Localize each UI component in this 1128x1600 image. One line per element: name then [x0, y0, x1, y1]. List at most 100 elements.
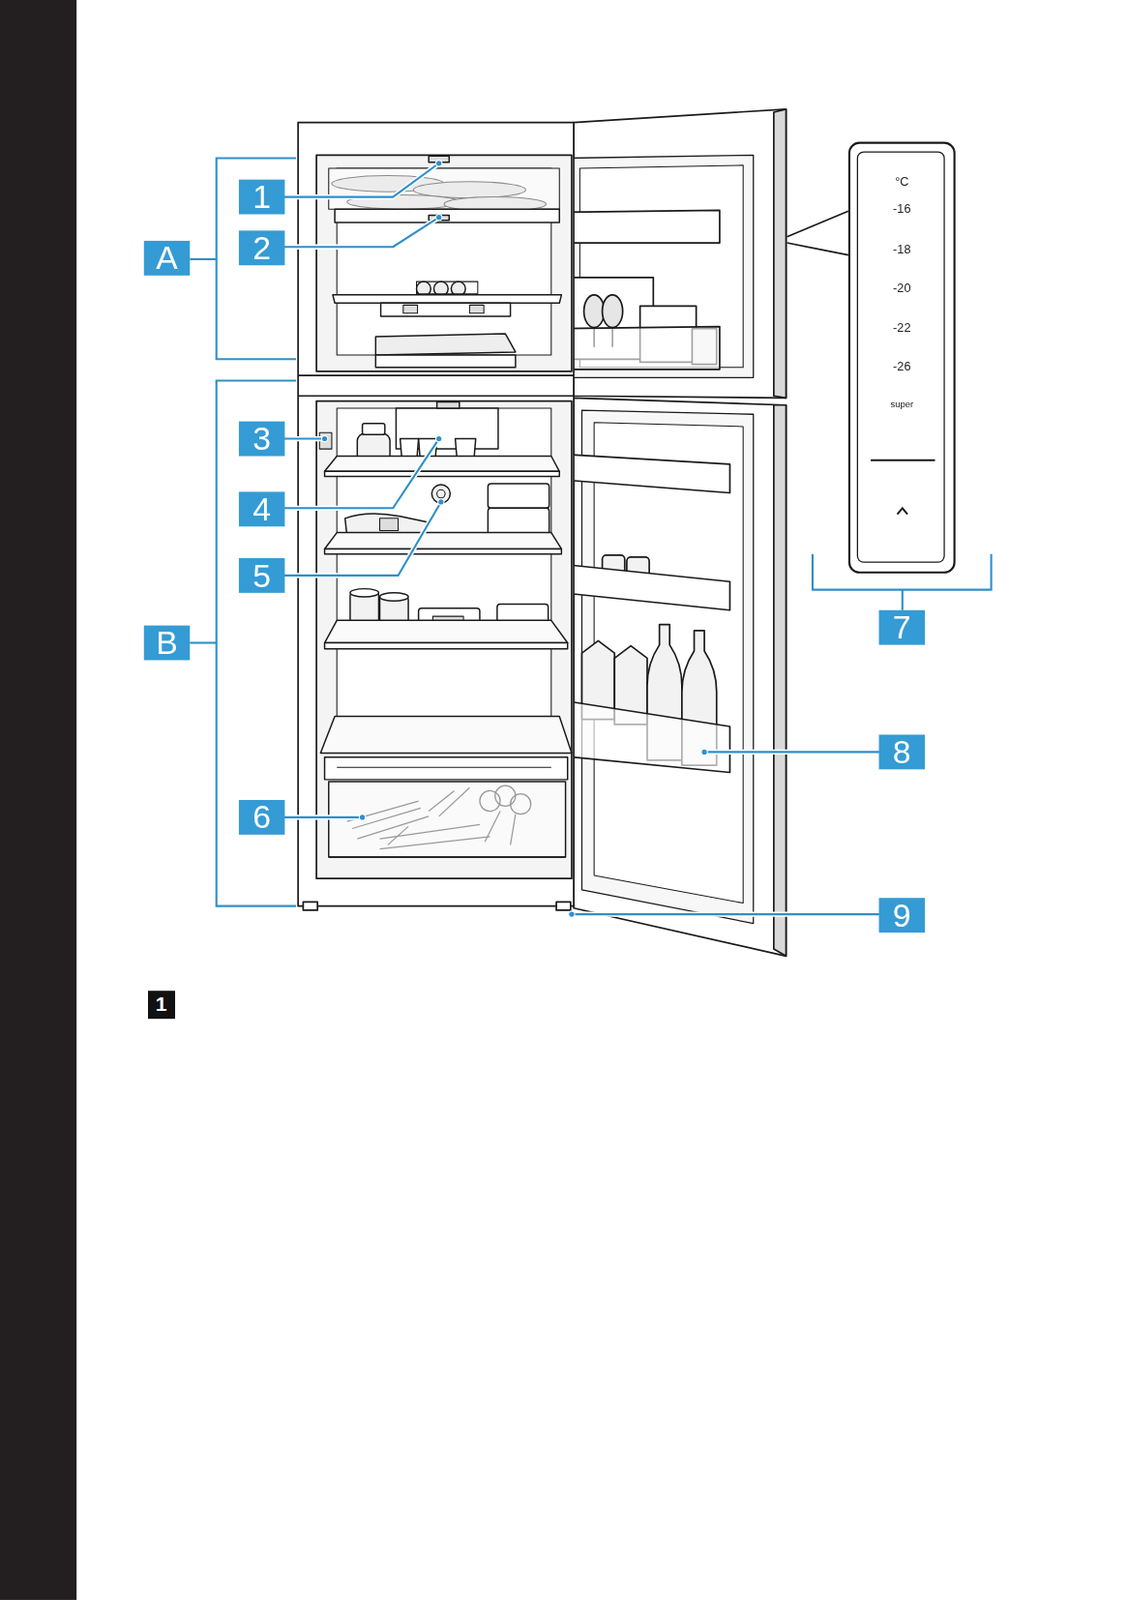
freezer-contents	[381, 302, 511, 317]
section-letter: B	[144, 625, 190, 661]
leader-line	[284, 436, 325, 442]
freezer-door	[584, 295, 605, 328]
leader-line	[358, 814, 365, 821]
fridge-contents	[325, 471, 561, 476]
control-panel: °C -16 -18 -20 -22 -26 super	[848, 142, 956, 574]
panel-pointer	[787, 210, 849, 237]
bracket	[189, 641, 216, 644]
freezer-contents	[469, 304, 484, 313]
fridge-contents	[320, 715, 572, 753]
panel-pointer	[787, 242, 849, 256]
temperature-setting: °C	[850, 174, 954, 189]
callout-number: 1	[238, 179, 285, 215]
leader-line	[436, 435, 443, 442]
bracket	[901, 590, 904, 611]
freezer-door	[564, 109, 787, 399]
fridge-contents	[336, 767, 552, 769]
fridge-contents	[328, 856, 566, 858]
leader-line	[284, 439, 439, 509]
leader-line	[284, 163, 879, 915]
freezer-contents	[334, 208, 560, 223]
bracket	[216, 380, 297, 906]
temperature-setting: -22	[850, 320, 954, 335]
leader-line	[284, 163, 879, 915]
leader-line	[701, 748, 708, 755]
temperature-setting: super	[850, 398, 954, 410]
fridge-contents	[325, 757, 568, 780]
freezer-door	[564, 326, 720, 370]
leader-line	[284, 163, 439, 198]
temperature-setting: -20	[850, 280, 954, 296]
fridge-contents	[380, 593, 410, 601]
leader-line	[436, 214, 443, 221]
freezer-contents	[375, 333, 516, 356]
leader-line	[284, 502, 441, 576]
callout-number: 3	[238, 421, 285, 457]
fridge-contents	[350, 589, 380, 597]
cabinet	[297, 122, 574, 911]
fridge-contents	[362, 423, 386, 436]
fridge-contents	[347, 785, 532, 849]
bracket	[216, 157, 297, 359]
cabinet	[297, 374, 574, 377]
callout-number: 6	[238, 800, 285, 835]
cabinet	[336, 408, 552, 720]
temperature-setting: -18	[850, 241, 954, 257]
fridge-contents	[380, 824, 491, 849]
fridge-door	[552, 563, 731, 611]
fridge-contents	[325, 620, 568, 643]
fridge-contents	[437, 489, 446, 498]
leader-line	[704, 750, 879, 753]
freezer-door	[773, 109, 787, 399]
callout-number: 8	[879, 734, 925, 770]
freezer-contents	[403, 304, 418, 313]
cabinet	[556, 901, 571, 910]
fridge-door	[559, 453, 730, 493]
fridge-door	[552, 699, 731, 773]
fridge-door	[552, 397, 787, 956]
leader-line	[284, 502, 441, 576]
panel-divider	[870, 459, 935, 462]
fridge-door	[773, 405, 787, 957]
panel-pointer	[787, 210, 849, 255]
fridge-contents	[328, 781, 566, 858]
freezer-door	[564, 209, 720, 243]
cabinet	[316, 401, 572, 880]
freezer-contents	[416, 281, 478, 295]
callout-number: 5	[238, 558, 285, 594]
leader-line	[571, 913, 880, 916]
leader-line	[284, 439, 439, 509]
freezer-door	[602, 295, 624, 328]
leader-line	[436, 160, 443, 167]
fridge-contents	[428, 787, 470, 817]
leader-line	[704, 749, 879, 755]
fridge-contents	[495, 785, 516, 806]
leader-line	[284, 816, 362, 819]
freezer-contents	[331, 175, 547, 211]
leader-line	[284, 163, 439, 198]
temperature-setting: -26	[850, 358, 954, 374]
fridge-contents	[325, 643, 568, 650]
callout-number: 9	[879, 897, 925, 933]
leader-line	[284, 217, 439, 248]
cabinet	[316, 154, 572, 372]
leader-line	[321, 435, 327, 442]
up-button-symbol	[897, 507, 909, 514]
fridge-contents	[484, 811, 516, 846]
leader-line	[571, 911, 880, 917]
fridge-door	[593, 422, 743, 904]
cabinet	[297, 394, 574, 397]
callout-number: 4	[238, 491, 285, 527]
fridge-contents	[319, 402, 572, 858]
leader-line	[284, 217, 439, 248]
page-band	[0, 0, 77, 1600]
leader-line	[284, 814, 362, 820]
temperature-setting: -16	[850, 202, 954, 217]
fridge-contents	[510, 794, 532, 815]
callout-number: 7	[879, 610, 925, 646]
leader-line	[438, 499, 445, 505]
fridge-contents	[380, 518, 399, 532]
freezer-contents	[328, 155, 563, 367]
figure-number: 1	[148, 990, 175, 1018]
section-letter: A	[144, 240, 190, 276]
